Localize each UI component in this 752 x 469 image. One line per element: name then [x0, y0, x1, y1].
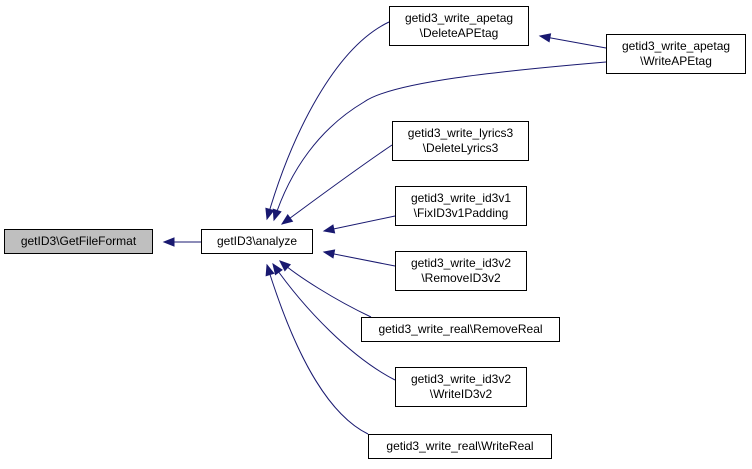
- arrowhead-writeApe-to-analyze: [272, 208, 282, 222]
- edge-deleteApe-to-analyze: [266, 21, 390, 220]
- arrowhead-writeReal-to-analyze: [265, 263, 275, 277]
- node-label-line: \WriteAPEtag: [640, 54, 712, 68]
- arrowhead-writeApe-to-deleteApe: [538, 33, 552, 43]
- arrowhead-removeReal-to-analyze: [278, 260, 292, 272]
- node-label-line: getID3\analyze: [216, 234, 298, 248]
- node-label-line: getID3\GetFileFormat: [20, 234, 137, 248]
- edge-fixId3v1-to-analyze: [323, 215, 396, 232]
- edge-writeApe-to-analyze: [273, 61, 607, 221]
- node-getid3-write-id3v1-fixid3v1padding[interactable]: getid3_write_id3v1 \FixID3v1Padding: [395, 186, 527, 226]
- node-label-line: getid3_write_id3v2: [410, 372, 512, 386]
- node-getid3-write-id3v2-writeid3v2[interactable]: getid3_write_id3v2 \WriteID3v2: [395, 367, 527, 407]
- node-label-line: \DeleteLyrics3: [422, 141, 499, 155]
- node-getid3-analyze[interactable]: getID3\analyze: [201, 229, 313, 254]
- node-label-line: getid3_write_id3v1: [410, 191, 512, 205]
- node-getid3-write-real-writereal[interactable]: getid3_write_real\WriteReal: [368, 434, 552, 459]
- node-label-line: getid3_write_apetag: [621, 39, 731, 53]
- node-getid3-write-apetag-deleteapetag[interactable]: getid3_write_apetag \DeleteAPEtag: [389, 6, 529, 46]
- node-label-line: \DeleteAPEtag: [419, 26, 499, 40]
- node-getid3-getfileformat: getID3\GetFileFormat: [4, 229, 153, 254]
- node-label-line: \FixID3v1Padding: [413, 206, 509, 220]
- node-label-line: \RemoveID3v2: [421, 271, 501, 285]
- node-label-line: getid3_write_real\WriteReal: [386, 439, 534, 453]
- node-getid3-write-id3v2-removeid3v2[interactable]: getid3_write_id3v2 \RemoveID3v2: [395, 251, 527, 291]
- edge-writeApe-to-deleteApe: [539, 35, 607, 49]
- edge-deleteLyrics3-to-analyze: [281, 144, 393, 225]
- node-getid3-write-apetag-writeapetag[interactable]: getid3_write_apetag \WriteAPEtag: [606, 34, 746, 74]
- node-label-line: getid3_write_apetag: [404, 11, 514, 25]
- edge-writeReal-to-analyze: [266, 264, 369, 435]
- arrowhead-deleteLyrics3-to-analyze: [280, 213, 294, 225]
- edge-writeId3v2-to-analyze: [272, 263, 396, 381]
- edge-removeReal-to-analyze: [279, 260, 372, 318]
- arrowhead-analyze-to-getFileFormat: [162, 237, 175, 247]
- node-label-line: getid3_write_lyrics3: [407, 126, 514, 140]
- node-getid3-write-real-removereal[interactable]: getid3_write_real\RemoveReal: [361, 317, 560, 342]
- arrowhead-removeId3v2-to-analyze: [322, 249, 336, 259]
- node-label-line: getid3_write_real\RemoveReal: [378, 322, 543, 336]
- arrowhead-writeId3v2-to-analyze: [272, 262, 283, 276]
- node-label-line: \WriteID3v2: [429, 387, 493, 401]
- arrowhead-deleteApe-to-analyze: [265, 207, 275, 221]
- edge-removeId3v2-to-analyze: [323, 251, 396, 267]
- arrowhead-fixId3v1-to-analyze: [322, 224, 336, 234]
- node-label-line: getid3_write_id3v2: [410, 256, 512, 270]
- node-getid3-write-lyrics3-deletelyrics3[interactable]: getid3_write_lyrics3 \DeleteLyrics3: [392, 121, 529, 161]
